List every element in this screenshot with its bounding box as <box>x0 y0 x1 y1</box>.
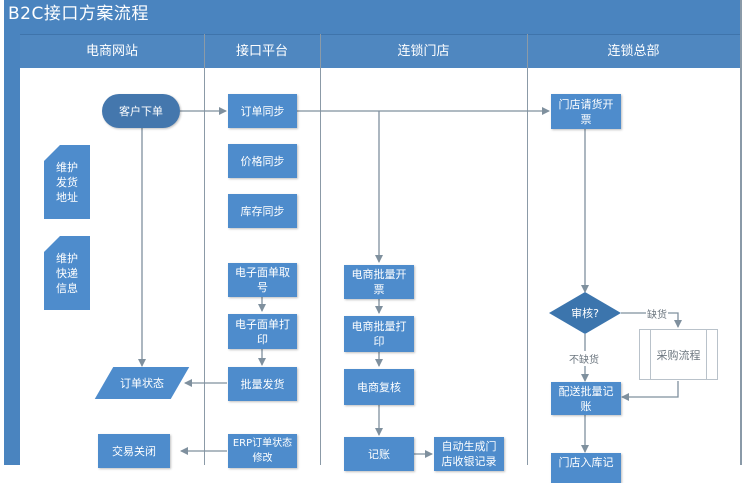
review-decision-node[interactable]: 审核? <box>549 292 621 334</box>
purchase-flow-subprocess[interactable]: 采购流程 <box>639 329 718 380</box>
ec-recheck-node[interactable]: 电商复核 <box>344 369 414 405</box>
diamond-shape <box>549 292 621 334</box>
e-waybill-number-node[interactable]: 电子面单取号 <box>228 263 297 297</box>
diagram-title: B2C接口方案流程 <box>8 4 149 24</box>
lane-divider <box>204 34 205 465</box>
lane-header-chain-hq: 连锁总部 <box>607 44 660 59</box>
swimlane-header-row: 电商网站 接口平台 连锁门店 连锁总部 <box>20 34 740 69</box>
review-decision-label: 审核? <box>571 307 599 320</box>
customer-order-node[interactable]: 客户下单 <box>102 94 180 128</box>
auto-store-cash-record-node[interactable]: 自动生成门店收银记录 <box>434 437 504 471</box>
lane-header-chain-store: 连锁门店 <box>320 35 528 69</box>
lane-header-interface-platform: 接口平台 <box>204 35 321 69</box>
bookkeeping-node[interactable]: 记账 <box>344 437 414 471</box>
erp-status-update-node[interactable]: ERP订单状态修改 <box>228 434 297 468</box>
stock-sync-node[interactable]: 库存同步 <box>228 194 297 228</box>
maintain-ship-address-node[interactable]: 维护 发货 地址 <box>44 145 90 219</box>
lane-header-ecommerce-site: 电商网站 <box>20 35 205 69</box>
order-status-node[interactable]: 订单状态 <box>104 367 180 399</box>
store-request-invoice-node[interactable]: 门店请货开票 <box>551 94 621 129</box>
ec-batch-invoice-node[interactable]: 电商批量开票 <box>344 265 414 299</box>
batch-ship-node[interactable]: 批量发货 <box>228 367 297 401</box>
price-sync-node[interactable]: 价格同步 <box>228 144 297 178</box>
maintain-express-info-node[interactable]: 维护 快递 信息 <box>44 236 90 310</box>
e-waybill-print-node[interactable]: 电子面单打印 <box>228 314 297 349</box>
trade-closed-node[interactable]: 交易关闭 <box>98 434 170 468</box>
order-sync-node[interactable]: 订单同步 <box>228 94 297 128</box>
edge-label-in-stock: 不缺货 <box>568 351 600 366</box>
store-stock-in-node[interactable]: 门店入库记 <box>551 453 621 483</box>
ec-batch-print-node[interactable]: 电商批量打印 <box>344 316 414 352</box>
edge-label-out-of-stock: 缺货 <box>646 306 668 321</box>
lane-divider <box>527 34 528 465</box>
lane-divider <box>320 34 321 465</box>
dispatch-batch-bookkeeping-node[interactable]: 配送批量记账 <box>551 382 621 415</box>
